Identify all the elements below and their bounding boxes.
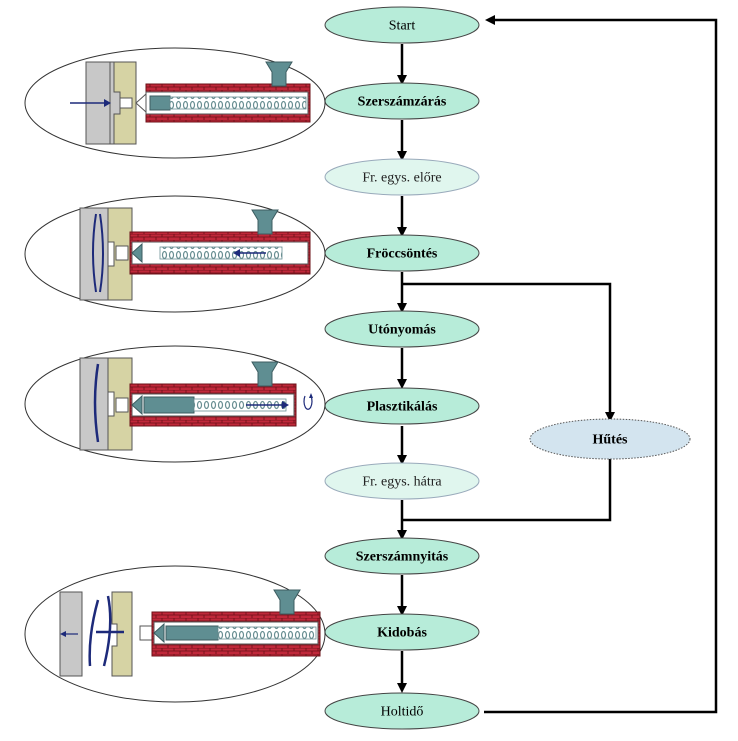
molten-part <box>93 363 100 443</box>
node-unit-forward: Fr. egys. előre <box>324 158 480 196</box>
ejected-part <box>88 595 124 667</box>
nozzle <box>115 397 129 413</box>
flow-connectors <box>397 15 718 714</box>
node-start: Start <box>324 6 480 44</box>
arrow-branch-to-cooling <box>402 282 615 422</box>
node-ejection-label: Kidobás <box>377 626 427 641</box>
node-unit-back-label: Fr. egys. hátra <box>362 475 442 490</box>
screw-tip <box>131 394 143 416</box>
hopper <box>265 61 293 87</box>
node-start-label: Start <box>389 19 416 34</box>
node-holding-label: Utónyomás <box>368 323 436 338</box>
molten-part <box>92 213 104 293</box>
rotation-icon <box>303 395 313 410</box>
hopper <box>273 589 301 615</box>
node-mold-open-label: Szerszámnyitás <box>356 550 449 565</box>
node-dwell-label: Holtidő <box>381 705 424 720</box>
hopper <box>251 361 279 387</box>
node-plasticizing: Plasztikálás <box>324 387 480 425</box>
illustration-ejection <box>24 565 326 703</box>
node-injection-label: Fröccsöntés <box>367 247 438 262</box>
node-mold-close: Szerszámzárás <box>324 82 480 120</box>
screw-tip <box>131 242 143 264</box>
node-ejection: Kidobás <box>324 613 480 651</box>
close-direction-arrowhead <box>104 99 111 107</box>
arrow-loop-back-to-start <box>484 15 718 714</box>
screw <box>159 246 283 260</box>
node-injection: Fröccsöntés <box>324 234 480 272</box>
mold-half-fixed <box>111 591 133 677</box>
node-holding: Utónyomás <box>324 310 480 348</box>
node-cooling: Hűtés <box>529 418 691 460</box>
screw <box>169 96 307 110</box>
illustration-plasticizing <box>24 345 326 463</box>
nozzle <box>119 97 133 109</box>
node-mold-close-label: Szerszámzárás <box>358 95 447 110</box>
nozzle <box>115 245 129 261</box>
screw <box>217 626 317 640</box>
node-unit-back: Fr. egys. hátra <box>324 462 480 500</box>
nozzle <box>139 625 153 641</box>
node-dwell: Holtidő <box>324 692 480 730</box>
node-cooling-label: Hűtés <box>593 433 629 448</box>
node-mold-open: Szerszámnyitás <box>324 537 480 575</box>
node-plasticizing-label: Plasztikálás <box>367 400 438 415</box>
screw-tip <box>149 95 171 111</box>
screw-tip <box>153 622 165 644</box>
illustration-mold-close <box>24 47 326 159</box>
node-unit-forward-label: Fr. egys. előre <box>362 171 441 186</box>
illustration-injection <box>24 195 326 313</box>
arrow-cooling-to-merge <box>402 459 612 522</box>
hopper <box>251 209 279 235</box>
